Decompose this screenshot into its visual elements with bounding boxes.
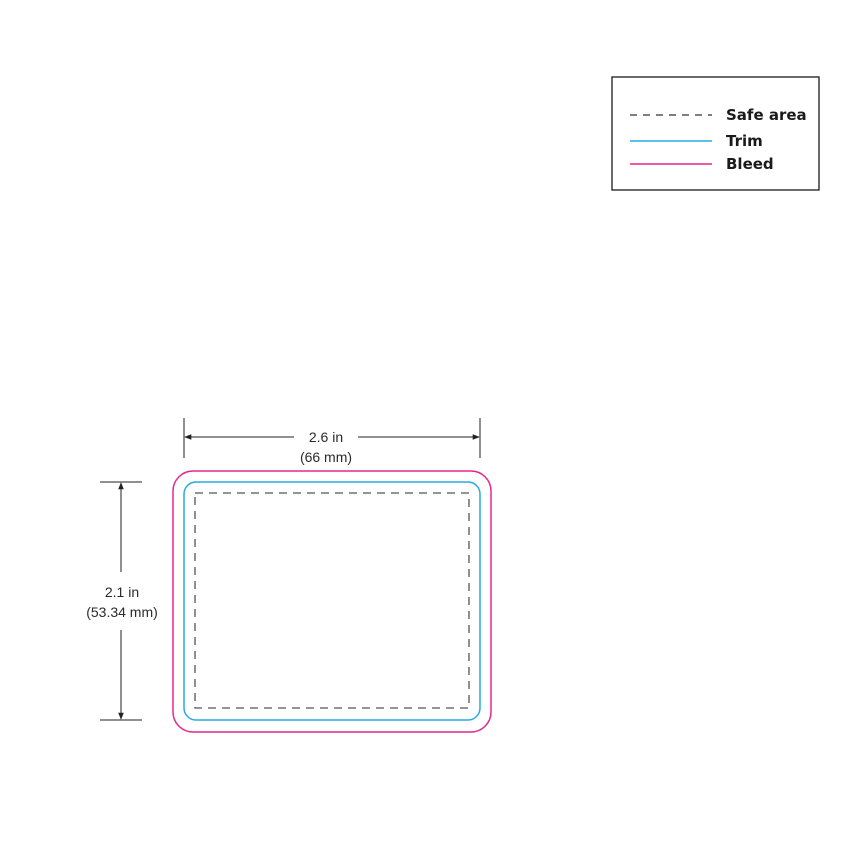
width-inches-label: 2.6 in [309,429,343,445]
legend-box [611,76,820,191]
width-mm-label: (66 mm) [300,449,352,465]
legend-trim-label: Trim [726,132,763,150]
width-dimension: 2.6 in (66 mm) [183,418,481,465]
safe-area-outline [194,492,470,709]
trim-outline [183,481,481,721]
height-dimension: 2.1 in (53.34 mm) [86,481,158,721]
legend-safe-area-label: Safe area [726,106,807,124]
legend: Safe area Trim Bleed [611,76,820,191]
bleed-outline [172,470,492,733]
card-template [172,470,492,733]
legend-bleed-label: Bleed [726,155,774,173]
height-inches-label: 2.1 in [105,584,139,600]
height-mm-label: (53.34 mm) [86,604,158,620]
